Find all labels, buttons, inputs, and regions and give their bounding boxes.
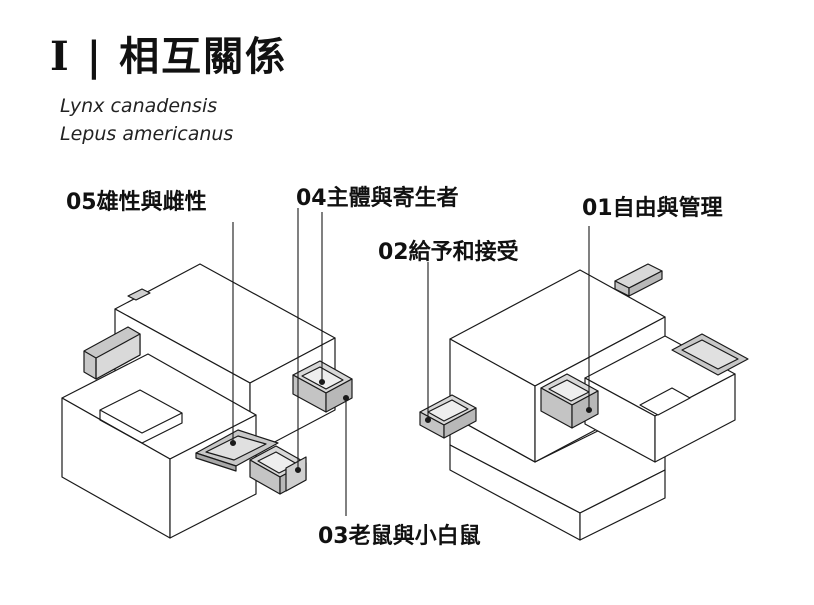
left-building (61, 263, 336, 539)
module-02-box (419, 394, 477, 439)
leader-lines (229, 208, 593, 516)
species-name-lepus: Lepus americanus (60, 123, 234, 145)
module-04-box (292, 360, 353, 413)
module-03-box (249, 445, 307, 495)
label-03-rat-mouse: 03老鼠與小白鼠 (318, 524, 481, 549)
module-ledge-top-right (614, 263, 663, 297)
module-top-ledge (127, 288, 151, 301)
label-04-host-parasite: 04主體與寄生者 (296, 186, 459, 211)
module-01-box (540, 373, 599, 429)
species-name-lynx: Lynx canadensis (60, 95, 218, 117)
module-05-tray (195, 429, 279, 472)
page-title: I | 相互關係 (50, 33, 288, 80)
module-ledge-left (83, 326, 141, 380)
module-group (83, 263, 749, 495)
label-02-give-receive: 02給予和接受 (378, 240, 519, 265)
label-05-male-female: 05雄性與雌性 (66, 190, 207, 215)
label-01-freedom-management: 01自由與管理 (582, 196, 723, 221)
module-right-tray (671, 333, 749, 376)
